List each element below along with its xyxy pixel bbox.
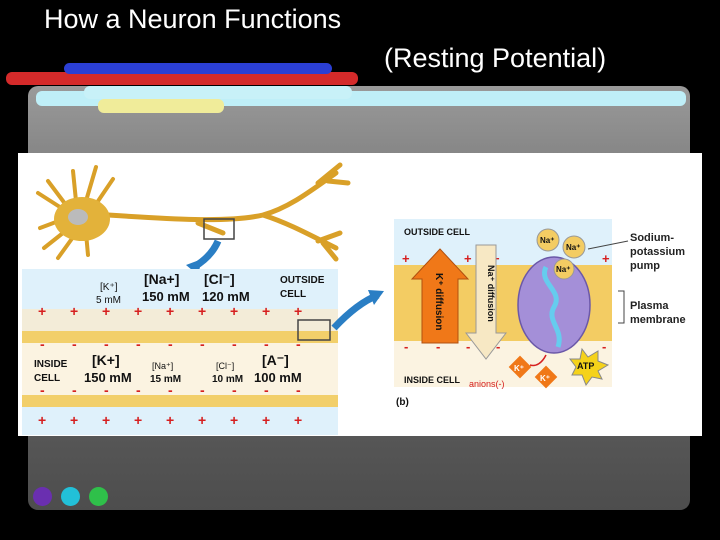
panel-b-label: (b) <box>396 397 409 408</box>
pump-label-line3: pump <box>630 260 660 272</box>
neuron-figure-svg: +++ +++ +++ +++ +++ +++ --- --- --- --- … <box>22 162 686 435</box>
svg-text:+: + <box>230 412 238 428</box>
inside-na-label: [Na⁺] <box>152 361 173 371</box>
nav-dot-cyan[interactable] <box>61 487 80 506</box>
svg-text:-: - <box>168 382 173 398</box>
svg-text:-: - <box>436 339 440 354</box>
svg-text:+: + <box>166 303 174 319</box>
svg-text:+: + <box>134 303 142 319</box>
inside-cell-label: INSIDE CELL <box>404 375 461 385</box>
decor-bar-cyan-short <box>84 86 352 99</box>
na-ion-3: Na⁺ <box>556 265 570 274</box>
svg-text:-: - <box>104 336 109 352</box>
svg-text:-: - <box>602 339 606 354</box>
svg-text:-: - <box>466 339 470 354</box>
slide-title-line1: How a Neuron Functions <box>44 4 342 34</box>
svg-text:+: + <box>262 412 270 428</box>
k-ion-2: K⁺ <box>540 374 550 383</box>
svg-text:+: + <box>602 251 610 266</box>
k-diffusion-arrow <box>410 248 470 344</box>
membrane-label-line1: Plasma <box>630 300 669 312</box>
svg-text:-: - <box>232 382 237 398</box>
svg-text:-: - <box>40 382 45 398</box>
decor-bar-red <box>6 72 358 85</box>
outside-na-value: 150 mM <box>142 289 190 304</box>
na-diffusion-label: Na⁺ diffusion <box>486 265 496 322</box>
svg-text:-: - <box>264 382 269 398</box>
outside-k-label: [K⁺] <box>100 282 118 293</box>
svg-text:+: + <box>166 412 174 428</box>
inside-cl-value: 10 mM <box>212 374 243 385</box>
atp-burst <box>569 347 610 387</box>
decor-bar-yellow <box>98 99 224 113</box>
inside-na-value: 15 mM <box>150 374 181 385</box>
svg-text:+: + <box>294 303 302 319</box>
svg-text:-: - <box>168 336 173 352</box>
pump-label-line1: Sodium- <box>630 232 674 244</box>
outside-k-value: 5 mM <box>96 295 121 306</box>
svg-text:-: - <box>136 382 141 398</box>
inside-k-value: 150 mM <box>84 370 132 385</box>
na-ion-1: Na⁺ <box>540 236 554 245</box>
membrane-label-line2: membrane <box>630 314 686 326</box>
svg-text:+: + <box>198 303 206 319</box>
svg-text:+: + <box>70 412 78 428</box>
svg-text:+: + <box>402 251 410 266</box>
svg-text:-: - <box>404 339 408 354</box>
svg-text:+: + <box>102 412 110 428</box>
svg-text:+: + <box>38 303 46 319</box>
svg-text:+: + <box>38 412 46 428</box>
svg-text:+: + <box>230 303 238 319</box>
svg-text:-: - <box>104 382 109 398</box>
svg-text:-: - <box>72 336 77 352</box>
outside-cell-line2: CELL <box>280 289 306 300</box>
svg-text:+: + <box>294 412 302 428</box>
svg-text:-: - <box>72 382 77 398</box>
na-ion-2: Na⁺ <box>566 243 580 252</box>
right-callouts: Sodium- potassium pump Plasma membrane <box>587 232 686 326</box>
svg-text:-: - <box>136 336 141 352</box>
svg-text:+: + <box>102 303 110 319</box>
nav-dot-green[interactable] <box>89 487 108 506</box>
outside-cl-label: [Cl⁻] <box>204 271 235 287</box>
svg-text:-: - <box>200 336 205 352</box>
svg-text:-: - <box>200 382 205 398</box>
outside-cell-label: OUTSIDE CELL <box>404 227 471 237</box>
outside-cell-line1: OUTSIDE <box>280 275 325 286</box>
inside-cell-line2: CELL <box>34 373 60 384</box>
k-ion-1: K⁺ <box>514 364 524 373</box>
inside-k-label: [K+] <box>92 352 120 368</box>
svg-text:-: - <box>296 336 301 352</box>
zoom-arrow <box>331 291 380 331</box>
right-pump-diagram: +++++ ----- OUTSIDE CELL INSIDE CELL ani… <box>394 219 612 408</box>
svg-text:+: + <box>70 303 78 319</box>
decor-bar-blue <box>64 63 332 74</box>
anions-label: anions(-) <box>469 379 505 389</box>
neuron-illustration <box>36 162 351 275</box>
outside-cl-value: 120 mM <box>202 289 250 304</box>
svg-text:-: - <box>40 336 45 352</box>
svg-text:+: + <box>134 412 142 428</box>
svg-text:+: + <box>464 251 472 266</box>
inside-cell-line1: INSIDE <box>34 359 68 370</box>
k-diffusion-label: K⁺ diffusion <box>433 273 444 331</box>
svg-text:-: - <box>232 336 237 352</box>
svg-text:-: - <box>496 339 500 354</box>
atp-label: ATP <box>577 361 594 371</box>
outside-na-label: [Na+] <box>144 271 179 287</box>
svg-text:+: + <box>262 303 270 319</box>
inside-a-value: 100 mM <box>254 370 302 385</box>
svg-text:+: + <box>198 412 206 428</box>
slide-title-line2: (Resting Potential) <box>384 43 607 73</box>
pump-label-line2: potassium <box>630 246 685 258</box>
svg-text:-: - <box>264 336 269 352</box>
nav-dot-purple[interactable] <box>33 487 52 506</box>
inside-cl-label: [Cl⁻] <box>216 361 234 371</box>
zoom-arrowhead <box>368 290 384 305</box>
inside-a-label: [A⁻] <box>262 352 289 368</box>
left-membrane-diagram: +++ +++ +++ +++ +++ +++ --- --- --- --- … <box>22 269 338 435</box>
neuron-figure: +++ +++ +++ +++ +++ +++ --- --- --- --- … <box>18 153 702 436</box>
na-diffusion-arrow <box>464 244 508 360</box>
svg-text:-: - <box>296 382 301 398</box>
